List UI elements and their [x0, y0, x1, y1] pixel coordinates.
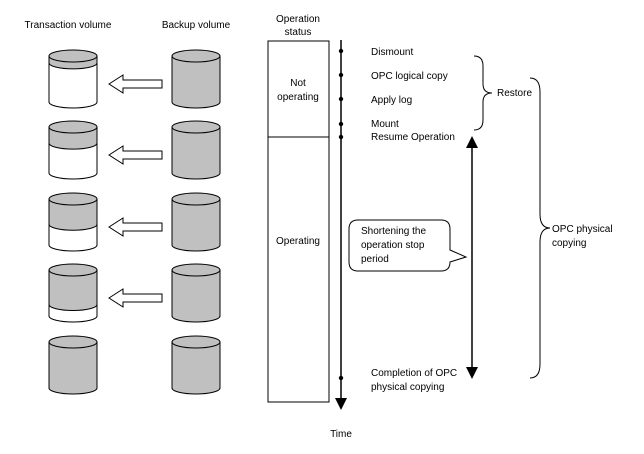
transaction-volume-cylinder: [48, 263, 98, 323]
completion-label-line2: physical copying: [371, 382, 444, 393]
callout-text-line2: operation stop: [361, 240, 425, 251]
mount-dot: [338, 121, 344, 127]
transaction-volume-cylinder: [48, 49, 98, 109]
opc-physical-copying-brace: [529, 77, 551, 379]
not-operating-label-line2: operating: [277, 92, 319, 103]
opc-logical-copy-label: OPC logical copy: [371, 71, 448, 82]
mount-label: Mount: [371, 119, 399, 130]
apply-log-label: Apply log: [371, 95, 412, 106]
time-label: Time: [330, 429, 352, 440]
transaction-volume-cylinder: [48, 120, 98, 180]
copy-direction-arrow: [108, 288, 163, 308]
callout-bubble: [348, 219, 468, 272]
opc-physical-copying-label-line2: copying: [552, 238, 586, 249]
volume-rows: [48, 49, 221, 395]
operation-status-box: [267, 40, 330, 403]
completion-dot: [338, 375, 344, 381]
backup-volume-cylinder: [171, 263, 221, 323]
dismount-dot: [338, 48, 344, 54]
operating-label: Operating: [276, 236, 320, 247]
callout-text-line3: period: [361, 254, 389, 265]
transaction-volume-cylinder: [48, 335, 98, 395]
resume-operation-label: Resume Operation: [371, 132, 455, 143]
transaction-volume-header: Transaction volume: [25, 20, 112, 31]
apply-log-dot: [338, 96, 344, 102]
not-operating-label-line1: Not: [290, 78, 306, 89]
completion-label-line1: Completion of OPC: [371, 368, 457, 379]
copy-direction-arrow: [108, 145, 163, 165]
opc-physical-copying-label-line1: OPC physical: [552, 224, 613, 235]
opc-logical-copy-dot: [338, 72, 344, 78]
backup-volume-cylinder: [171, 335, 221, 395]
restore-brace: [473, 55, 493, 131]
backup-volume-cylinder: [171, 192, 221, 252]
backup-volume-cylinder: [171, 49, 221, 109]
resume-operation-dot: [338, 134, 344, 140]
copy-direction-arrow: [108, 217, 163, 237]
copy-direction-arrow: [108, 74, 163, 94]
backup-volume-header: Backup volume: [162, 20, 231, 31]
transaction-volume-cylinder: [48, 192, 98, 252]
dismount-label: Dismount: [371, 47, 413, 58]
callout-text-line1: Shortening the: [361, 226, 426, 237]
restore-label: Restore: [497, 88, 532, 99]
operation-status-header-line1: Operation: [276, 14, 320, 25]
backup-volume-cylinder: [171, 120, 221, 180]
operation-status-header-line2: status: [285, 27, 312, 38]
